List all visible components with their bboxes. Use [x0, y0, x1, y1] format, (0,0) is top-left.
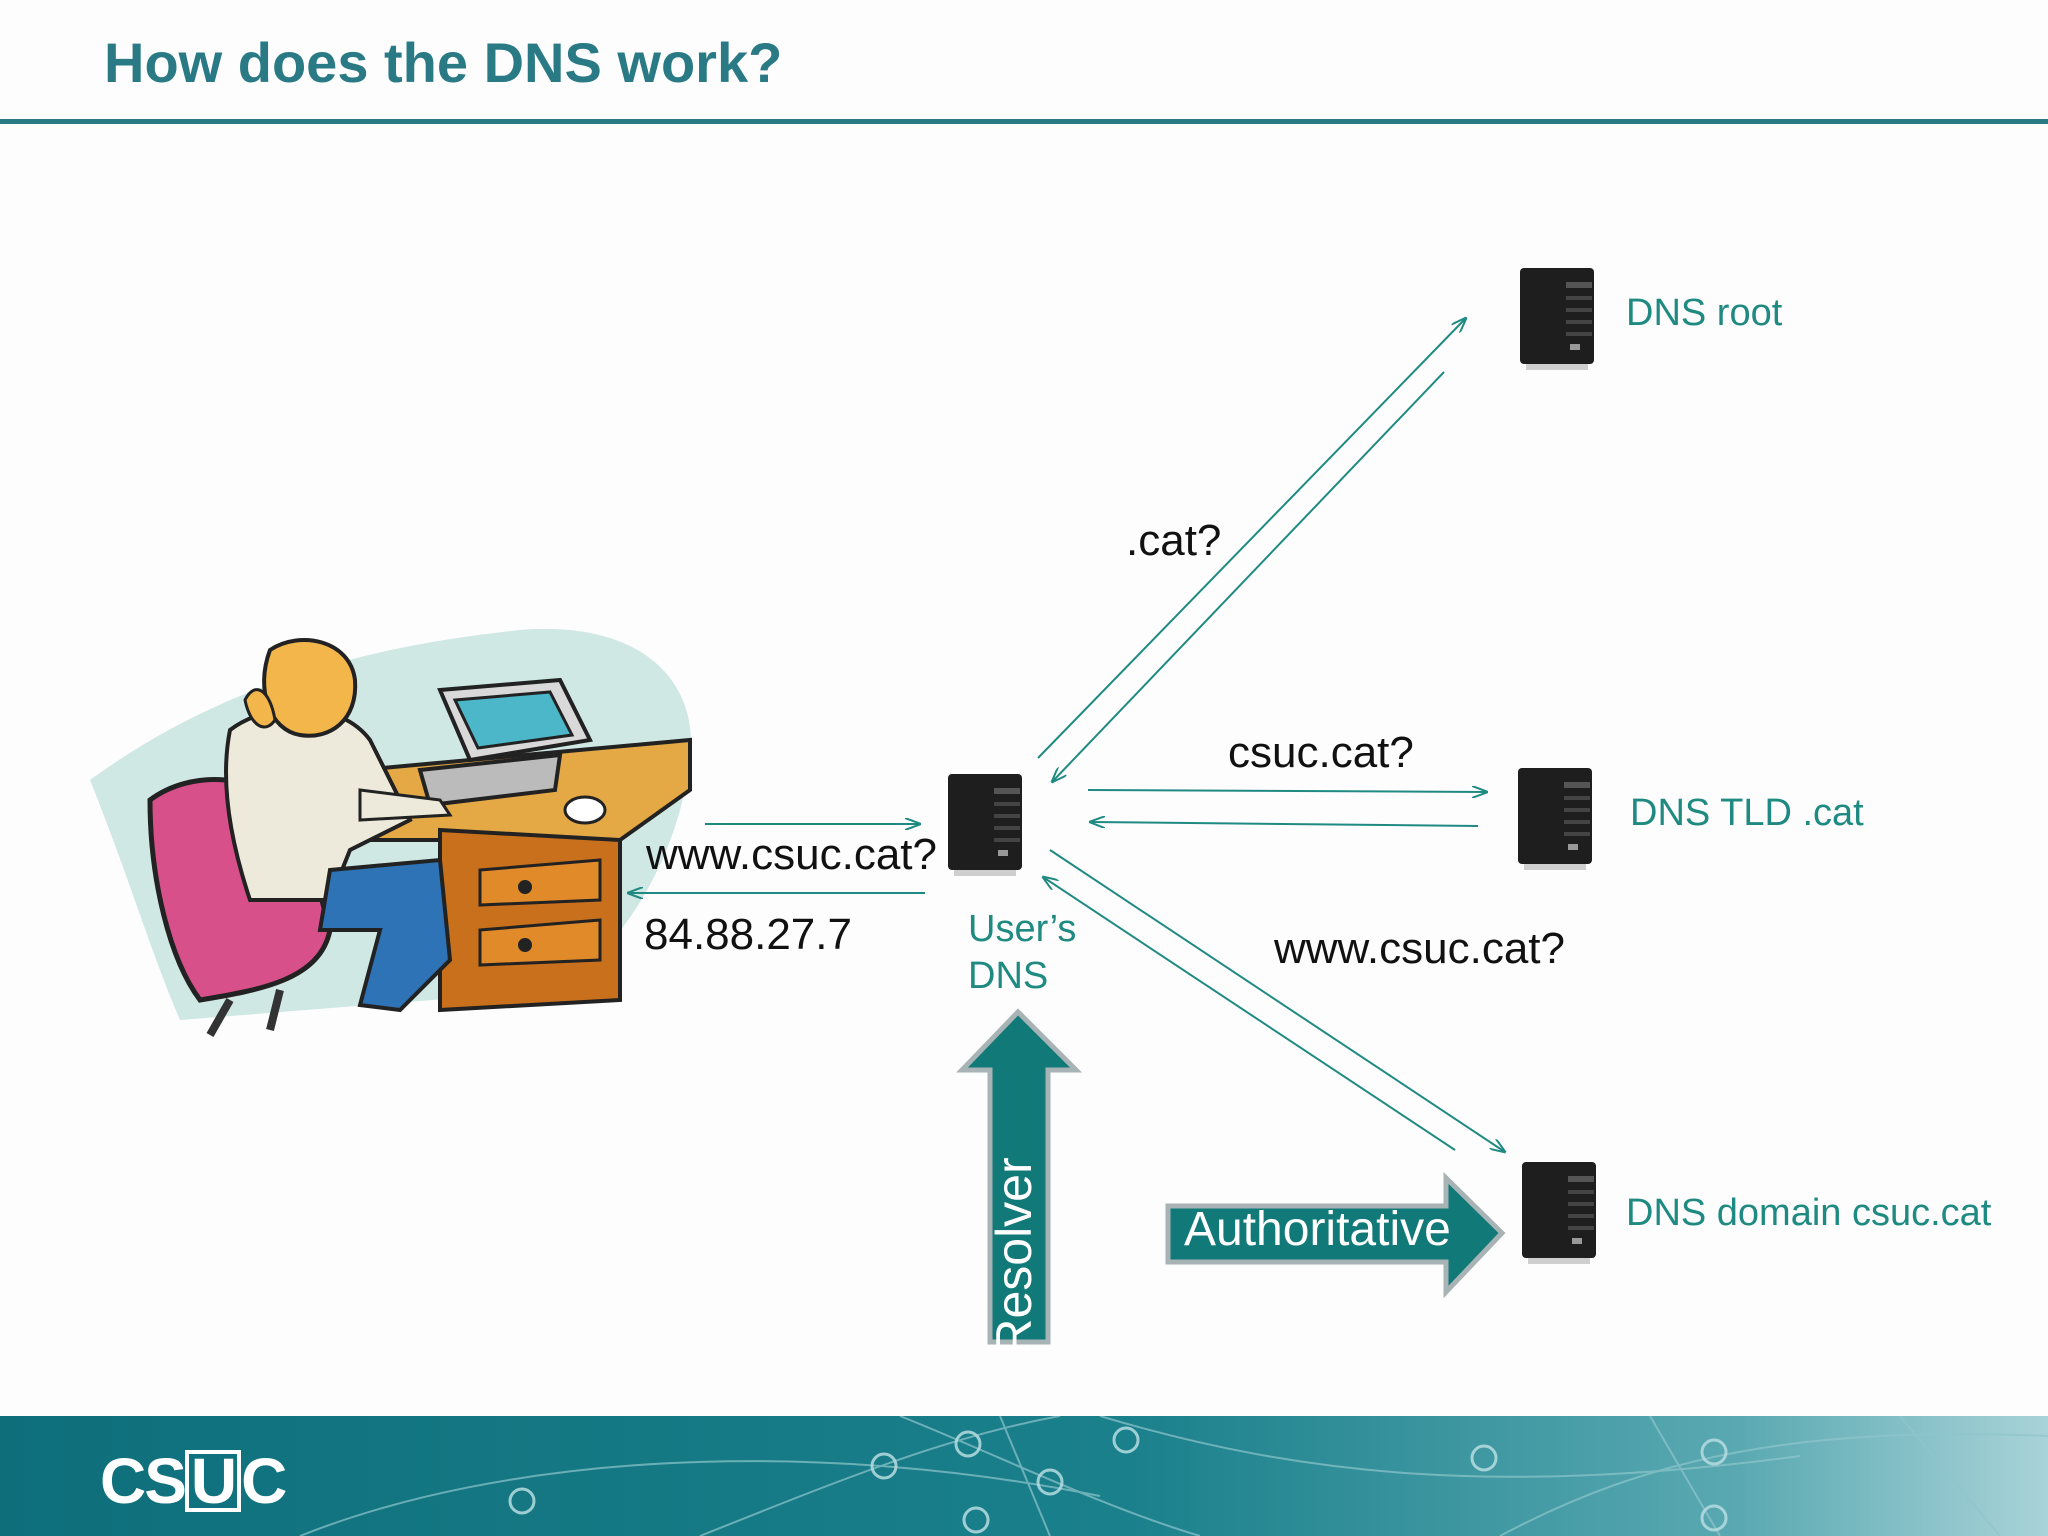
page-title: How does the DNS work? [104, 31, 783, 94]
query-user-label: www.csuc.cat? [646, 830, 937, 879]
logo-text-after: C [241, 1445, 287, 1517]
arrow-query-to-tld [1087, 790, 1487, 792]
resolver-arrow [956, 1008, 1083, 1345]
resolver-label: Resolver [986, 1157, 1042, 1355]
title-divider [0, 119, 2048, 124]
network-pattern [299, 1416, 2048, 1536]
answer-ip-label: 84.88.27.7 [644, 910, 852, 959]
users-dns-label-line2: DNS [968, 955, 1049, 997]
csuc-logo: CSUC [100, 1444, 287, 1518]
users-dns-label-line1: User’s [968, 908, 1077, 950]
query-tld-label: csuc.cat? [1228, 728, 1414, 777]
dns-tld-label: DNS TLD .cat [1630, 792, 1864, 834]
authoritative-arrow [1165, 1172, 1506, 1299]
authoritative-label: Authoritative [1184, 1203, 1451, 1256]
server-icon [948, 774, 1022, 876]
arrow-query-to-domain [1049, 849, 1505, 1152]
server-icon [1518, 768, 1592, 870]
arrow-query-to-root [1037, 318, 1466, 759]
query-domain-label: www.csuc.cat? [1274, 924, 1565, 973]
dns-root-label: DNS root [1626, 292, 1783, 334]
arrow-answer-from-tld [1090, 822, 1479, 826]
server-icon [1520, 268, 1594, 370]
footer-band [0, 1416, 2048, 1536]
logo-text-before: CS [100, 1445, 187, 1517]
dns-domain-label: DNS domain csuc.cat [1626, 1192, 1992, 1234]
arrow-answer-from-domain [1043, 877, 1456, 1151]
server-icon [1522, 1162, 1596, 1264]
arrow-answer-from-root [1052, 371, 1445, 782]
logo-text-boxed: U [184, 1449, 242, 1513]
query-root-label: .cat? [1126, 516, 1222, 565]
